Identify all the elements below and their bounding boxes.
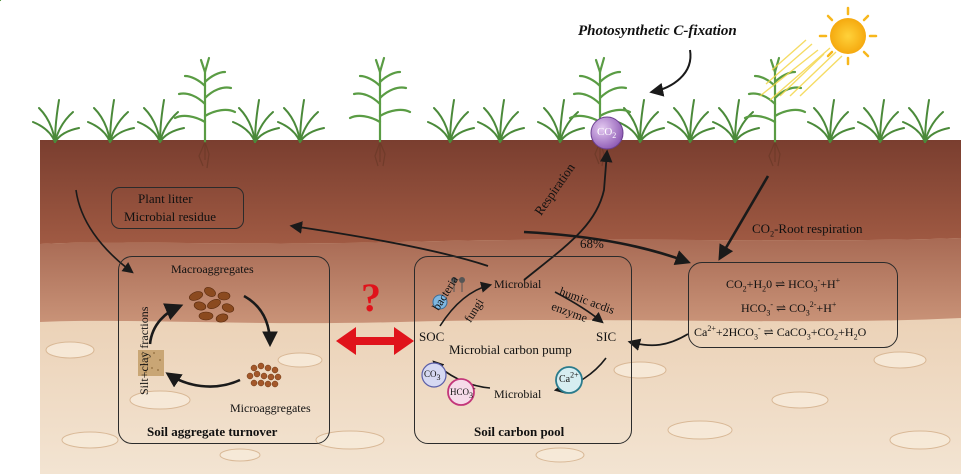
question-mark: ? [361, 275, 381, 320]
equations-box [688, 262, 898, 348]
root-respiration-arrow [718, 175, 770, 261]
equation-2: HCO3- ⇌ CO32-+H+ [741, 300, 837, 318]
photosynthesis-arrow [649, 49, 692, 97]
carbon-pool-box [414, 256, 632, 444]
respiration-arrow [523, 149, 613, 281]
co2-bubble [590, 116, 624, 150]
sic-label: SIC [596, 329, 617, 344]
macroaggregate-icon [188, 287, 235, 323]
double-red-arrow [336, 327, 414, 355]
microbial-residue-label: Microbial residue [124, 209, 217, 224]
microbial-top-label: Microbial [494, 277, 542, 291]
to-litter-arrow [289, 221, 489, 267]
microbial-bottom-label: Microbial [494, 387, 542, 401]
sun-rays [759, 39, 843, 101]
ca-ion-label: Ca2+ [559, 370, 579, 385]
aggregate-box-title: Soil aggregate turnover [147, 424, 278, 439]
plant-litter-box [111, 187, 244, 229]
ion-circles [421, 362, 583, 406]
co2-bubble-label: CO2 [597, 126, 617, 141]
carbon-pool-title: Soil carbon pool [474, 424, 565, 439]
percent-label: 68% [580, 236, 604, 251]
microaggregates-label: Microaggregates [230, 401, 311, 415]
equation-1: CO2+H20 ⇌ HCO3-+H+ [726, 276, 841, 294]
microaggregate-icon [246, 362, 282, 388]
sun-icon [818, 6, 878, 66]
aggregate-box [118, 256, 330, 444]
pump-label: Microbial carbon pump [449, 342, 572, 357]
plant-litter-label: Plant litter [138, 191, 193, 206]
microbe-icon [432, 277, 465, 310]
silt-clay-label: Silt+clay fractions [137, 306, 151, 395]
root-respiration-label: CO2-Root respiration [752, 221, 863, 239]
photosynthesis-title: Photosynthetic C-fixation [578, 23, 737, 39]
to-equations-arrow [523, 230, 691, 266]
macroaggregates-label: Macroaggregates [171, 262, 254, 276]
equations-to-sic-arrow [627, 333, 689, 351]
co3-ion-label: CO3 [424, 369, 441, 382]
soc-label: SOC [419, 329, 445, 344]
equation-3: Ca2++2HCO3- ⇌ CaCO3+CO2+H2O [694, 324, 867, 342]
silt-clay-icon [138, 350, 164, 376]
hco3-ion-label: HCO3- [450, 384, 476, 400]
aggregate-cycle-arrows [148, 294, 278, 388]
